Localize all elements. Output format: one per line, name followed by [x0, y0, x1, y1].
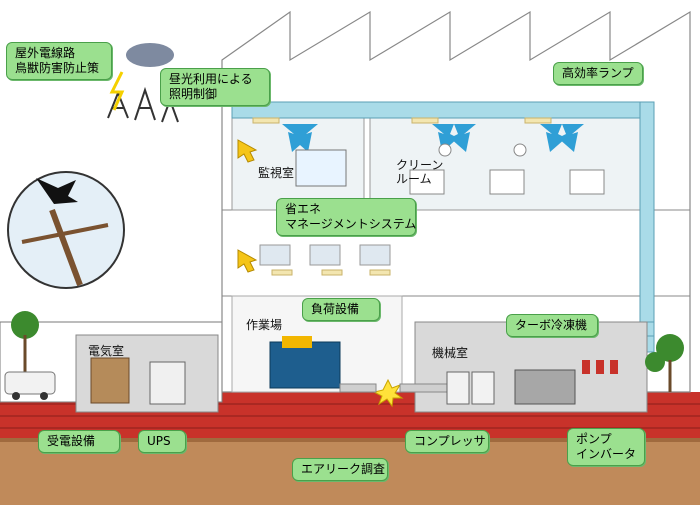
callout-line-1: 屋外電線路: [15, 46, 76, 60]
room-label-clean-room: クリーン ルーム: [396, 158, 443, 186]
callout-line-2: インバータ: [576, 447, 637, 461]
callout-line-2: 鳥獣防害防止策: [15, 61, 100, 75]
callout-pump-inverter: ポンプ インバータ: [567, 428, 645, 466]
callout-line-1: 昼光利用による: [169, 72, 253, 86]
callout-text: コンプレッサ: [414, 434, 486, 448]
callout-line-1: ポンプ: [576, 432, 612, 446]
callout-text: UPS: [147, 434, 171, 448]
callout-bird-damage-prevention: 屋外電線路 鳥獣防害防止策: [6, 42, 112, 80]
van: [4, 371, 56, 395]
callout-line-2: マネージメントシステム: [285, 217, 417, 231]
room-label-machine-room: 機械室: [432, 346, 469, 360]
callout-air-leak-survey: エアリーク調査: [292, 458, 388, 481]
room-label-line-1: クリーン: [396, 158, 444, 172]
callout-line-1: 省エネ: [285, 202, 322, 216]
callout-load-equipment: 負荷設備: [302, 298, 380, 321]
callout-text: 負荷設備: [311, 302, 360, 316]
callout-compressor: コンプレッサ: [405, 430, 489, 453]
callout-power-receiving-equipment: 受電設備: [38, 430, 120, 453]
air-duct: [231, 101, 653, 119]
callout-daylight-lighting-control: 昼光利用による 照明制御: [160, 68, 270, 106]
callout-text: エアリーク調査: [301, 462, 386, 476]
callout-high-efficiency-lamp: 高効率ランプ: [553, 62, 643, 85]
callout-energy-management-system: 省エネ マネージメントシステム: [276, 198, 416, 236]
room-label-line-2: ルーム: [396, 172, 432, 186]
callout-text: 受電設備: [47, 434, 96, 448]
callout-text: ターボ冷凍機: [515, 318, 588, 332]
bird-on-pole-scene: [7, 171, 125, 289]
callout-line-2: 照明制御: [169, 87, 218, 101]
callout-ups: UPS: [138, 430, 186, 453]
room-label-electric-room: 電気室: [88, 344, 125, 358]
room-label-workshop: 作業場: [246, 318, 283, 332]
callout-text: 高効率ランプ: [562, 66, 634, 80]
room-label-monitoring: 監視室: [258, 166, 295, 180]
callout-turbo-chiller: ターボ冷凍機: [506, 314, 598, 337]
